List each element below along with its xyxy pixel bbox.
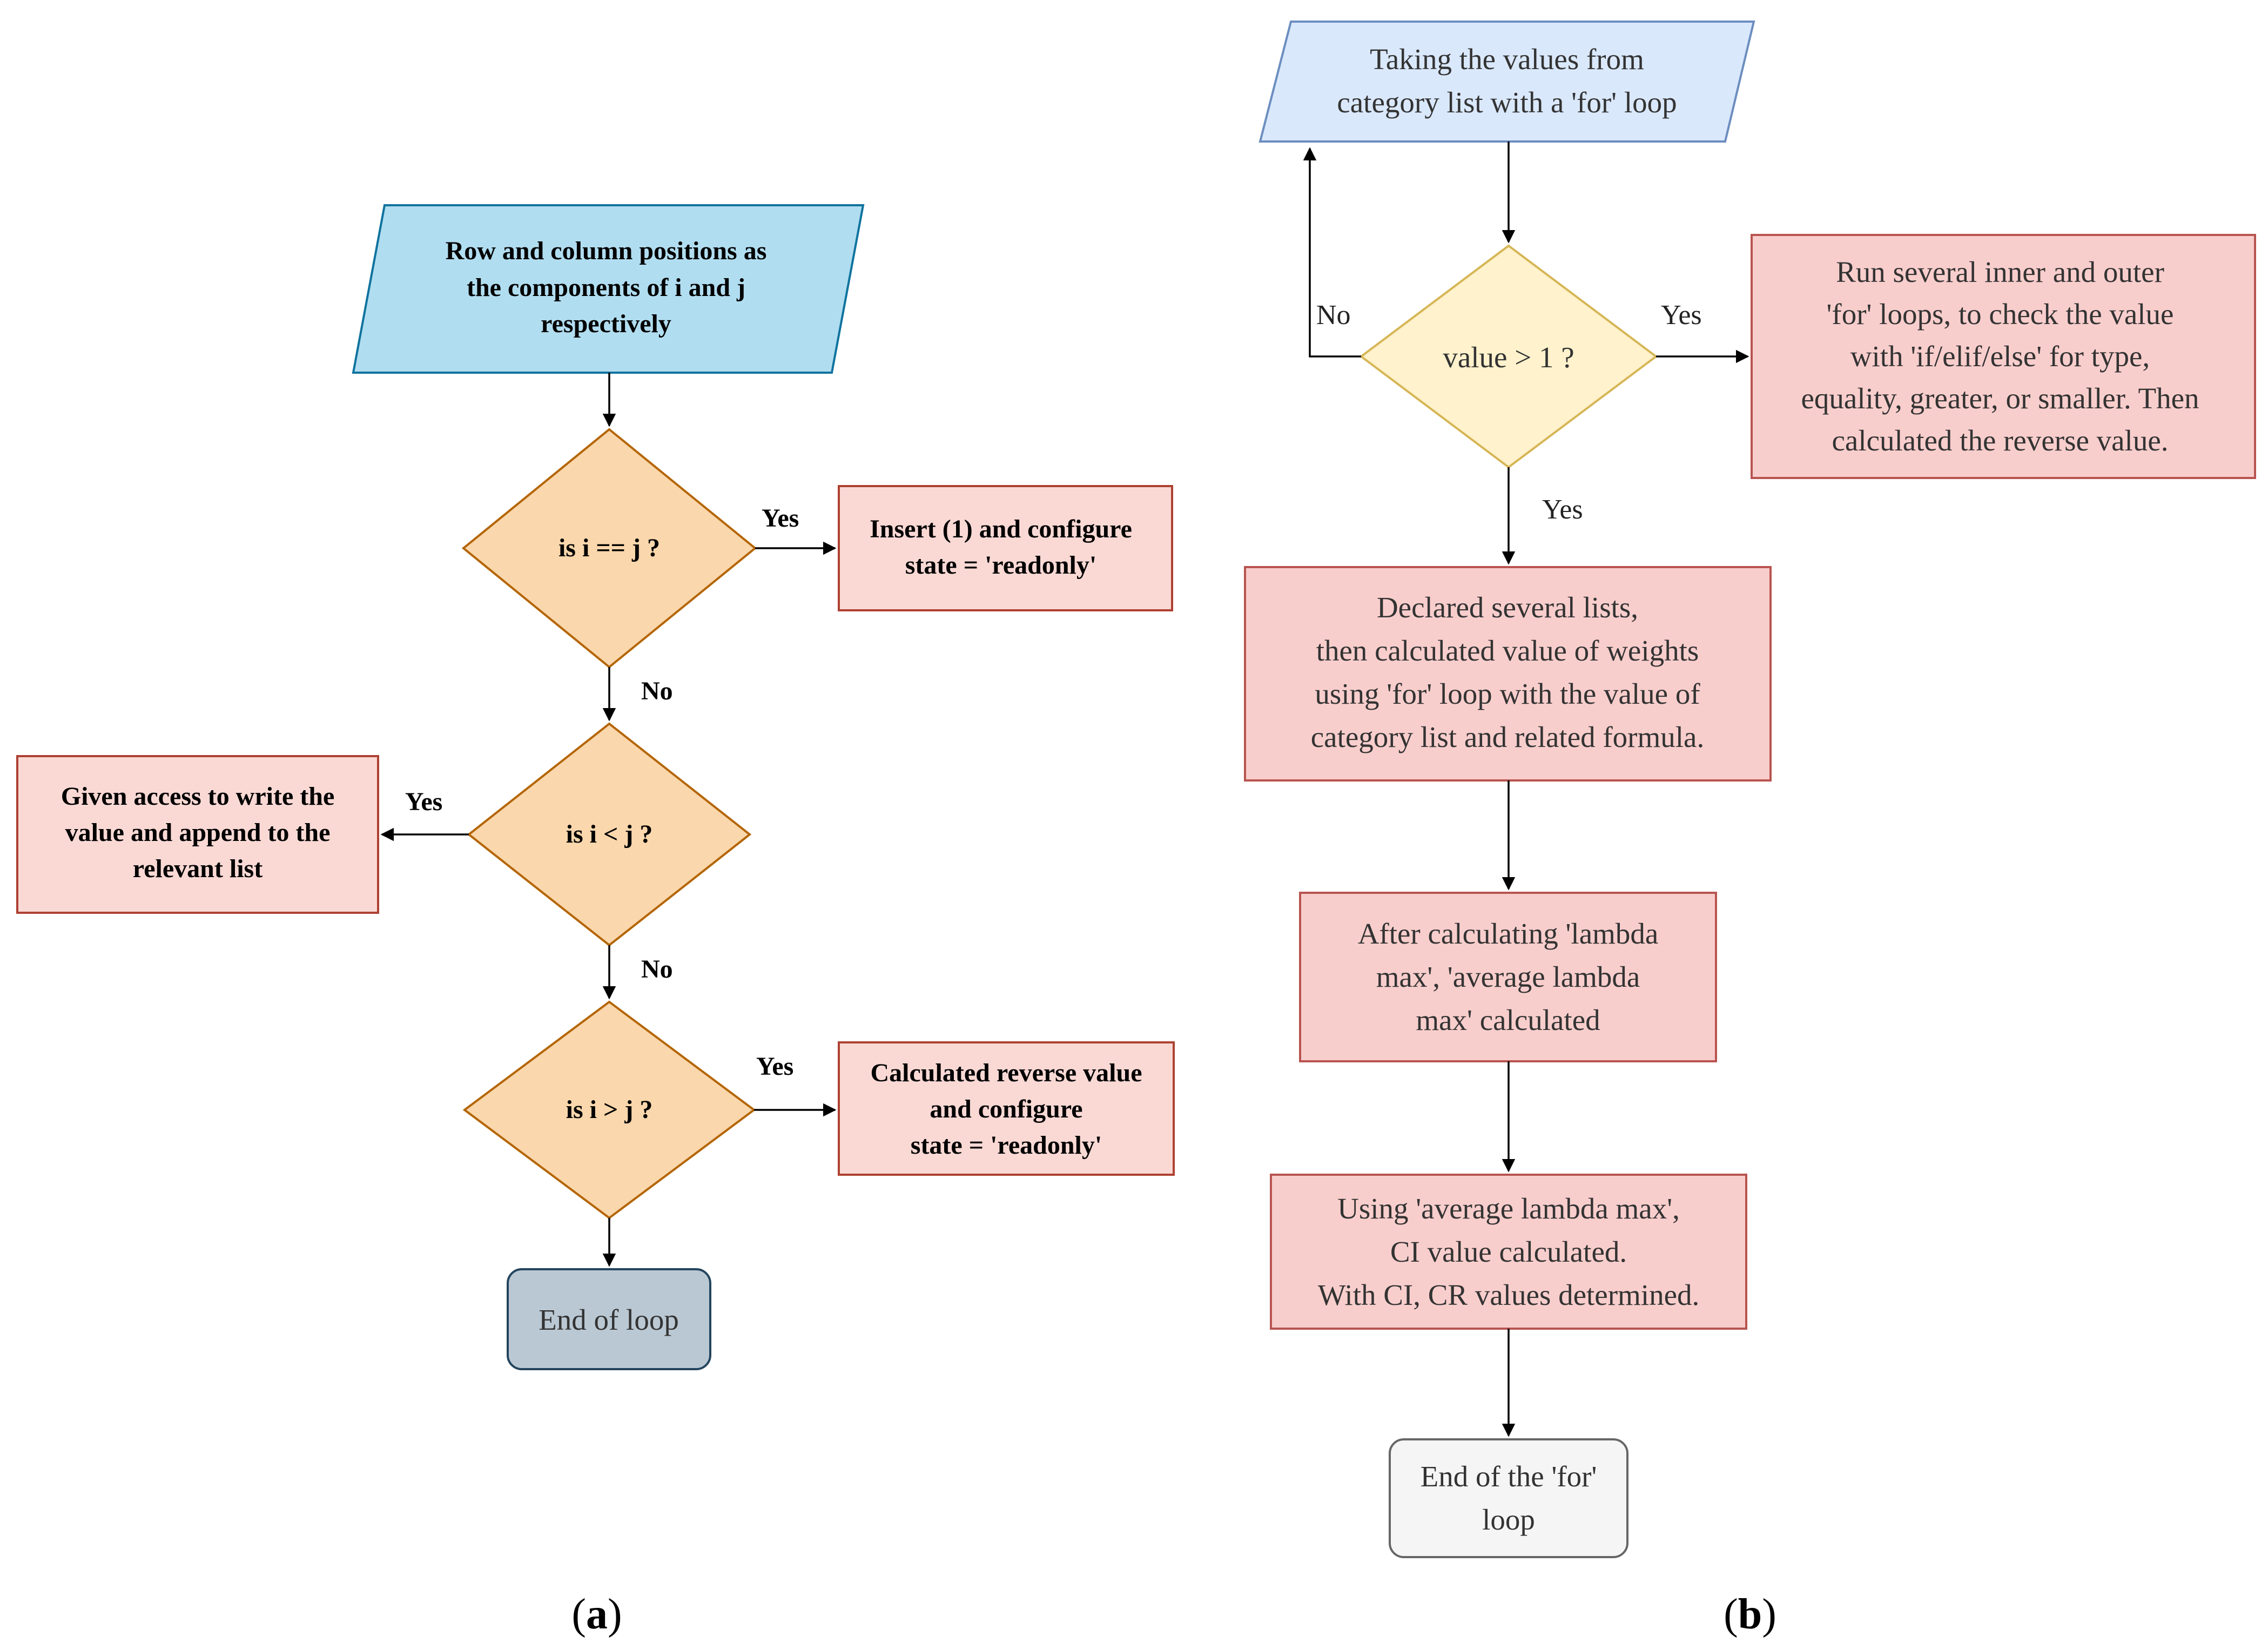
panel-a-input: Row and column positions as the componen… xyxy=(352,204,865,374)
panel-a-d3-yes-label: Yes xyxy=(756,1052,793,1081)
panel-a-d2-yes-label: Yes xyxy=(405,787,442,816)
panel-a-d2-no-label: No xyxy=(641,955,673,984)
panel-a-end-text: End of loop xyxy=(539,1303,679,1336)
panel-b-input-line-2: category list with a 'for' loop xyxy=(1337,86,1677,119)
panel-b-yes-down-label: Yes xyxy=(1542,494,1583,525)
panel-b-ci-box: Using 'average lambda max', CI value cal… xyxy=(1270,1174,1747,1330)
panel-a-decision-2: is i < j ? xyxy=(467,722,752,947)
panel-a-caption: (a) xyxy=(571,1591,622,1638)
panel-a-d1-no-label: No xyxy=(641,677,673,705)
panel-a-given-box: Given access to write the value and appe… xyxy=(16,755,379,914)
panel-a-input-line-3: respectively xyxy=(541,309,671,338)
panel-b-end-line-1: End of the 'for' xyxy=(1421,1460,1597,1493)
panel-b-run-line-5: calculated the reverse value. xyxy=(1832,424,2169,457)
panel-b-run-line-4: equality, greater, or smaller. Then xyxy=(1801,382,2199,415)
panel-a-d1-yes-label: Yes xyxy=(762,504,799,533)
panel-b-declared-line-1: Declared several lists, xyxy=(1377,591,1638,624)
panel-b: Taking the values from category list wit… xyxy=(1244,21,2256,1638)
panel-b-declared-line-2: then calculated value of weights xyxy=(1316,634,1699,667)
panel-b-end-line-2: loop xyxy=(1482,1503,1535,1536)
panel-b-yes-right-label: Yes xyxy=(1661,300,1702,331)
panel-b-lambda-box: After calculating 'lambda max', 'average… xyxy=(1299,892,1717,1062)
panel-b-declared-line-3: using 'for' loop with the value of xyxy=(1315,677,1700,710)
panel-b-declared-line-4: category list and related formula. xyxy=(1311,720,1704,753)
panel-a-insert-box: Insert (1) and configure state = 'readon… xyxy=(838,485,1173,611)
panel-a-end: End of loop xyxy=(507,1268,711,1370)
panel-b-lambda-line-1: After calculating 'lambda xyxy=(1358,917,1659,950)
panel-a-decision-1-text: is i == j ? xyxy=(558,534,660,562)
panel-b-ci-line-3: With CI, CR values determined. xyxy=(1318,1278,1700,1311)
panel-b-lambda-line-3: max' calculated xyxy=(1416,1004,1600,1036)
panel-a-reverse-line-2: and configure xyxy=(930,1095,1082,1123)
panel-a-insert-line-2: state = 'readonly' xyxy=(905,551,1096,580)
panel-b-run-line-2: 'for' loops, to check the value xyxy=(1827,298,2174,331)
edge-b-no-loop xyxy=(1303,147,1361,358)
panel-a-reverse-box: Calculated reverse value and configure s… xyxy=(838,1041,1175,1176)
panel-b-run-line-3: with 'if/elif/else' for type, xyxy=(1850,340,2150,373)
panel-a-decision-3: is i > j ? xyxy=(462,1000,756,1220)
panel-a-input-line-2: the components of i and j xyxy=(467,273,745,302)
panel-a-given-line-3: relevant list xyxy=(133,854,263,883)
panel-b-ci-line-2: CI value calculated. xyxy=(1390,1235,1627,1268)
panel-a-decision-1: is i == j ? xyxy=(461,428,757,669)
panel-a-insert-line-1: Insert (1) and configure xyxy=(870,515,1132,543)
panel-b-ci-line-1: Using 'average lambda max', xyxy=(1337,1192,1680,1225)
panel-a-decision-3-text: is i > j ? xyxy=(566,1095,653,1124)
panel-a-given-line-1: Given access to write the xyxy=(61,782,335,811)
panel-b-run-box: Run several inner and outer 'for' loops,… xyxy=(1751,234,2256,479)
panel-a-given-line-2: value and append to the xyxy=(65,818,331,847)
panel-b-decision: value > 1 ? xyxy=(1359,244,1658,469)
panel-a-decision-2-text: is i < j ? xyxy=(566,820,653,848)
panel-a-reverse-line-3: state = 'readonly' xyxy=(911,1131,1102,1160)
panel-a-reverse-line-1: Calculated reverse value xyxy=(871,1059,1142,1087)
panel-a-input-line-1: Row and column positions as xyxy=(446,237,767,265)
panel-b-run-line-1: Run several inner and outer xyxy=(1836,255,2164,288)
panel-b-lambda-line-2: max', 'average lambda xyxy=(1376,960,1640,993)
panel-a: Row and column positions as the componen… xyxy=(16,204,1175,1638)
panel-b-no-label: No xyxy=(1316,300,1351,331)
panel-b-caption: (b) xyxy=(1724,1591,1776,1638)
panel-b-input: Taking the values from category list wit… xyxy=(1258,21,1755,143)
panel-b-declared-box: Declared several lists, then calculated … xyxy=(1244,566,1772,782)
panel-b-decision-text: value > 1 ? xyxy=(1443,341,1574,374)
panel-b-input-line-1: Taking the values from xyxy=(1370,43,1644,76)
panel-b-end: End of the 'for' loop xyxy=(1389,1438,1628,1558)
